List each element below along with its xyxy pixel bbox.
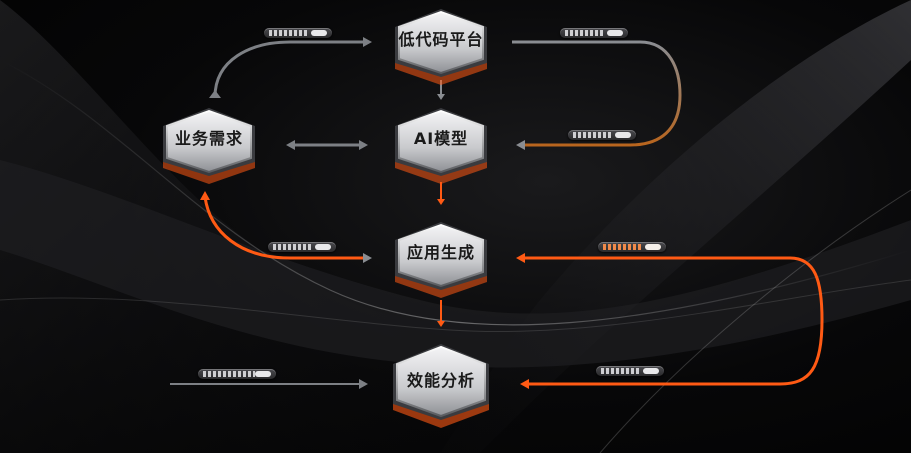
node-business-demand: 业务需求 bbox=[145, 104, 273, 184]
progress-pill bbox=[264, 28, 332, 38]
node-label: AI模型 bbox=[413, 129, 469, 148]
progress-pill bbox=[568, 130, 636, 140]
progress-pill bbox=[198, 369, 276, 379]
arrowhead-lowcode bbox=[363, 37, 372, 47]
connector-demand-to-lowcode bbox=[213, 40, 368, 98]
progress-pill bbox=[560, 28, 628, 38]
node-app-generation: 应用生成 bbox=[377, 218, 505, 298]
node-label: 效能分析 bbox=[406, 371, 475, 390]
connector-demand-to-app bbox=[203, 196, 368, 260]
node-lowcode-platform: 低代码平台 bbox=[377, 5, 505, 85]
connector-right-loop bbox=[522, 256, 824, 386]
node-efficiency-analysis: 效能分析 bbox=[375, 340, 507, 430]
node-label: 应用生成 bbox=[406, 243, 475, 262]
progress-pill bbox=[598, 242, 666, 252]
connector-lowcode-to-ai bbox=[512, 40, 682, 147]
node-ai-model: AI模型 bbox=[377, 104, 505, 184]
progress-pill bbox=[268, 242, 336, 252]
node-label: 低代码平台 bbox=[398, 30, 484, 49]
node-label: 业务需求 bbox=[174, 129, 243, 148]
progress-pill bbox=[596, 366, 664, 376]
